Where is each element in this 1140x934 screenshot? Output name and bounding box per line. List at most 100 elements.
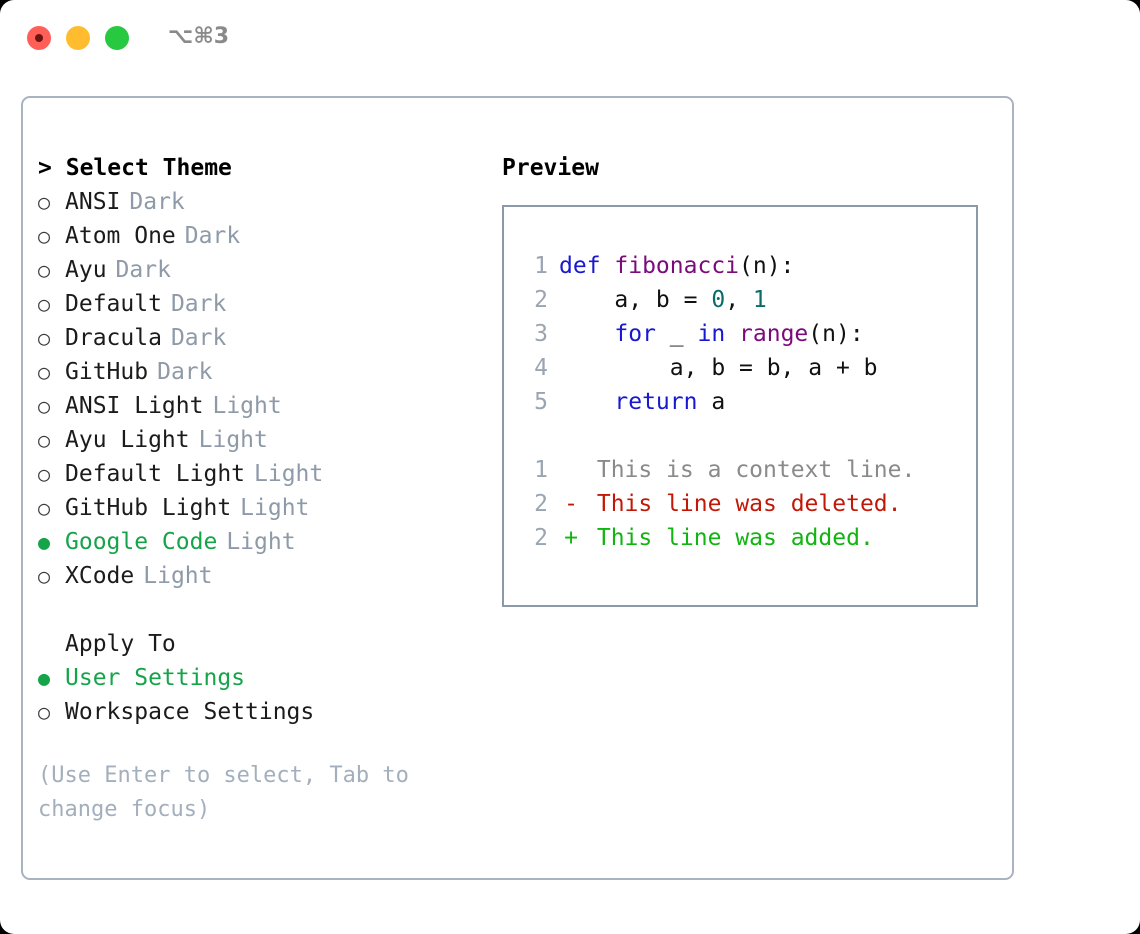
code-token-fn: fibonacci xyxy=(614,253,740,279)
code-token-pl: _ xyxy=(655,321,698,347)
diff-sign: - xyxy=(564,491,578,517)
diff-line-text: This line was deleted. xyxy=(583,491,902,517)
code-token-pl xyxy=(559,317,614,351)
radio-unselected-icon[interactable]: ○ xyxy=(38,326,51,350)
code-line: 5 return a xyxy=(520,385,878,419)
radio-unselected-icon[interactable]: ○ xyxy=(38,224,51,248)
theme-name: Default xyxy=(65,291,162,317)
keyboard-shortcut-label: ⌥⌘3 xyxy=(168,24,230,49)
code-token-pl: a xyxy=(697,389,726,415)
title-bar: ⌥⌘3 xyxy=(0,0,1140,78)
diff-line-text: This is a context line. xyxy=(583,457,916,483)
apply-to-option[interactable]: ● User Settings xyxy=(38,661,498,695)
theme-variant-badge: Dark xyxy=(170,325,227,351)
theme-name: ANSI xyxy=(65,189,121,215)
apply-to-list: ● User Settings ○ Workspace Settings xyxy=(38,661,498,729)
theme-name: ANSI Light xyxy=(65,393,204,419)
theme-name: GitHub Light xyxy=(65,495,232,521)
diff-line-ctx: 1 This is a context line. xyxy=(520,453,915,487)
code-token-kw: in xyxy=(697,321,726,347)
theme-variant-badge: Dark xyxy=(115,257,171,283)
theme-variant-badge: Dark xyxy=(184,223,241,249)
theme-variant-badge: Light xyxy=(254,461,324,487)
code-token-pl: , xyxy=(725,287,753,313)
radio-selected-icon[interactable]: ● xyxy=(38,530,51,554)
code-token-pl: (n): xyxy=(739,253,795,279)
prompt-caret: > xyxy=(38,155,52,181)
code-token-num: 0 xyxy=(711,287,726,313)
diff-line-number: 2 xyxy=(534,525,548,551)
diff-line-add: 2+ This line was added. xyxy=(520,521,915,555)
diff-sign: + xyxy=(564,525,578,551)
theme-list-item[interactable]: ○ ANSI Dark xyxy=(38,185,498,219)
preview-heading: Preview xyxy=(502,155,599,181)
close-button-icon[interactable] xyxy=(27,26,51,50)
radio-unselected-icon[interactable]: ○ xyxy=(38,462,51,486)
section-spacer xyxy=(38,593,498,627)
diff-line-del: 2- This line was deleted. xyxy=(520,487,915,521)
code-line: 2 a, b = 0, 1 xyxy=(520,283,878,317)
code-token-fn: range xyxy=(739,321,809,347)
theme-picker-heading: > Select Theme xyxy=(38,151,498,185)
window-controls xyxy=(27,26,129,50)
apply-to-option-label: User Settings xyxy=(65,665,246,691)
radio-unselected-icon[interactable]: ○ xyxy=(38,700,51,724)
code-line-number: 5 xyxy=(534,389,548,415)
apply-to-heading: ○Apply To xyxy=(38,627,498,661)
apply-to-option[interactable]: ○ Workspace Settings xyxy=(38,695,498,729)
theme-name: Ayu Light xyxy=(65,427,190,453)
radio-unselected-icon[interactable]: ○ xyxy=(38,360,51,384)
radio-unselected-icon[interactable]: ○ xyxy=(38,394,51,418)
code-line-number: 2 xyxy=(534,287,548,313)
apply-to-option-label: Workspace Settings xyxy=(65,699,315,725)
diff-sign xyxy=(559,453,583,487)
code-token-kw: return xyxy=(614,389,698,415)
theme-variant-badge: Dark xyxy=(170,291,227,317)
theme-variant-badge: Light xyxy=(226,529,296,555)
radio-unselected-icon[interactable]: ○ xyxy=(38,496,51,520)
radio-unselected-icon[interactable]: ○ xyxy=(38,190,51,214)
apply-to-heading-indent: ○ xyxy=(38,627,65,661)
theme-list-item[interactable]: ○ Ayu Dark xyxy=(38,253,498,287)
theme-list-item[interactable]: ○ Default Dark xyxy=(38,287,498,321)
code-token-pl xyxy=(725,317,739,351)
theme-list-item[interactable]: ● Google Code Light xyxy=(38,525,498,559)
maximize-button-icon[interactable] xyxy=(105,26,129,50)
theme-name: Google Code xyxy=(65,529,218,555)
radio-unselected-icon[interactable]: ○ xyxy=(38,428,51,452)
code-line-number: 1 xyxy=(534,253,548,279)
code-line-number: 3 xyxy=(534,321,548,347)
theme-list-item[interactable]: ○ Atom One Dark xyxy=(38,219,498,253)
code-line-number: 4 xyxy=(534,355,548,381)
theme-variant-badge: Light xyxy=(143,563,213,589)
apply-to-title: Apply To xyxy=(65,631,176,657)
code-token-kw: def xyxy=(559,253,615,279)
radio-unselected-icon[interactable]: ○ xyxy=(38,564,51,588)
theme-name: GitHub xyxy=(65,359,149,385)
radio-unselected-icon[interactable]: ○ xyxy=(38,292,51,316)
diff-sample: 1 This is a context line.2- This line wa… xyxy=(520,453,915,555)
code-line: 3 for _ in range(n): xyxy=(520,317,878,351)
theme-name: Ayu xyxy=(65,257,107,283)
theme-name: Atom One xyxy=(65,223,176,249)
minimize-button-icon[interactable] xyxy=(66,26,90,50)
theme-variant-badge: Dark xyxy=(129,189,185,215)
radio-selected-icon[interactable]: ● xyxy=(38,666,51,690)
code-line: 4 a, b = b, a + b xyxy=(520,351,877,385)
radio-unselected-icon[interactable]: ○ xyxy=(38,258,51,282)
